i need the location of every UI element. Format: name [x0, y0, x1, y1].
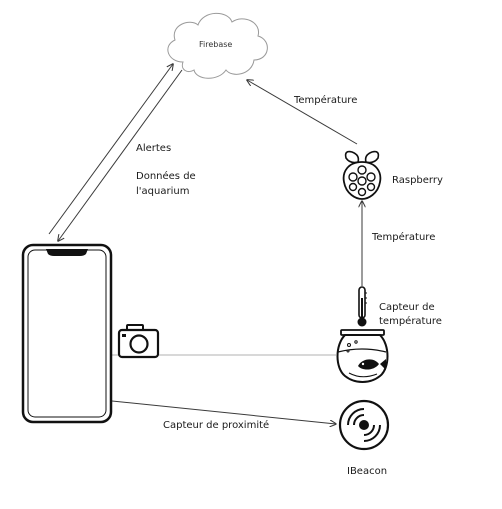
ibeacon-icon [338, 399, 390, 451]
raspberry-pi-icon [342, 150, 382, 200]
smartphone-icon [21, 243, 113, 424]
aquarium-data-label-line1: Données de [136, 171, 196, 182]
edge-raspberry-to-firebase [247, 80, 358, 145]
raspberry-label: Raspberry [392, 175, 443, 186]
camera-icon [117, 324, 160, 359]
proximity-sensor-label: Capteur de proximité [163, 420, 270, 431]
ibeacon-label: IBeacon [347, 466, 388, 477]
raspberry-to-firebase-label: Température [294, 95, 358, 106]
fishbowl-icon [336, 329, 389, 383]
aquarium-data-label-line2: l'aquarium [136, 186, 190, 197]
sensor-to-raspberry-label: Température [372, 232, 436, 243]
firebase-label: Firebase [199, 40, 233, 49]
temperature-sensor-label-line2: température [379, 316, 442, 327]
edge-firebase-to-phone [58, 69, 183, 241]
alerts-label: Alertes [136, 143, 172, 154]
cloud-icon [167, 12, 268, 79]
edge-phone-to-ibeacon [111, 400, 336, 424]
thermometer-icon [357, 286, 367, 327]
edge-phone-to-firebase [48, 64, 173, 235]
temperature-sensor-label-line1: Capteur de [379, 302, 435, 313]
